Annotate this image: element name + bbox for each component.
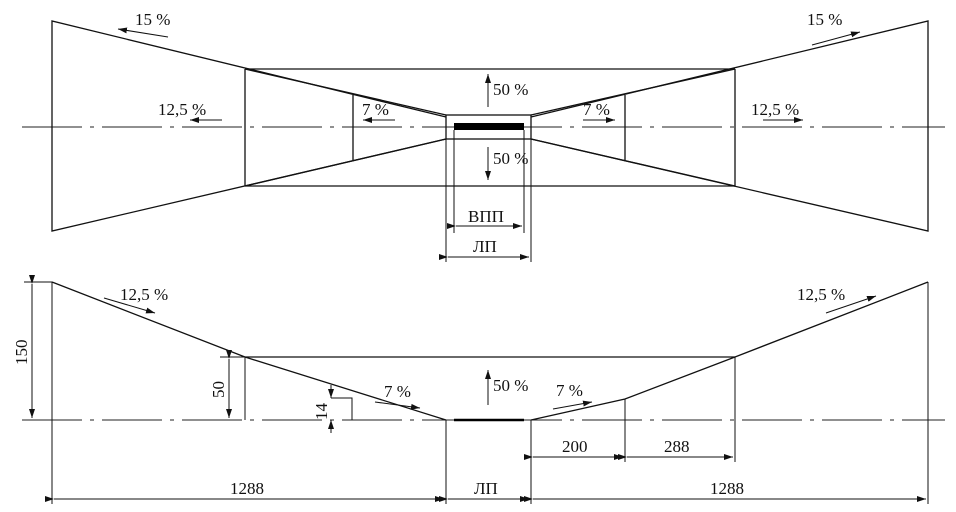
plan-slope-left-outer: 15 %	[135, 10, 170, 29]
vpp-label: ВПП	[468, 207, 504, 226]
profile-slope-up: 50 %	[493, 376, 528, 395]
plan-runway-strip	[445, 114, 532, 140]
plan-slope-left-mid: 12,5 %	[158, 100, 206, 119]
slope-arrow	[117, 27, 169, 38]
slope-arrow	[374, 401, 421, 410]
plan-right-outer-surface	[530, 20, 929, 232]
profile-slope-right-outer: 12,5 %	[797, 285, 845, 304]
plan-converge-line	[244, 138, 447, 187]
profile-view: 150 50 14 200 288 1288 ЛП 1288 12,5 % 12…	[12, 275, 945, 504]
plan-converge-line	[530, 138, 736, 187]
lp-label-plan: ЛП	[473, 237, 497, 256]
plan-slope-right-mid: 12,5 %	[751, 100, 799, 119]
dim-150: 150	[12, 340, 31, 366]
dim-200: 200	[562, 437, 588, 456]
plan-slope-right-outer: 15 %	[807, 10, 842, 29]
dim-right-1288: 1288	[710, 479, 744, 498]
slope-arrow	[103, 297, 156, 314]
dim-left-1288: 1288	[230, 479, 264, 498]
lp-label-profile: ЛП	[474, 479, 498, 498]
plan-view: ВПП ЛП 15 % 15 % 12,5 % 12,5 % 7 % 7 % 5…	[22, 10, 945, 262]
slope-arrow	[825, 295, 877, 314]
plan-converge-line	[244, 68, 447, 116]
plan-converge-line	[530, 68, 736, 116]
dim-14: 14	[312, 403, 331, 421]
plan-slope-right-inner: 7 %	[583, 100, 610, 119]
profile-right-surface	[530, 281, 929, 421]
plan-slope-down: 50 %	[493, 149, 528, 168]
dim-288: 288	[664, 437, 690, 456]
profile-slope-left-inner: 7 %	[384, 382, 411, 401]
profile-slope-left-outer: 12,5 %	[120, 285, 168, 304]
plan-slope-up: 50 %	[493, 80, 528, 99]
plan-left-outer-surface	[51, 20, 447, 232]
dim-14-box	[331, 397, 353, 420]
dim-50: 50	[209, 381, 228, 398]
profile-slope-right-inner: 7 %	[556, 381, 583, 400]
slope-arrow	[811, 31, 861, 46]
slope-arrow	[552, 400, 593, 410]
plan-slope-left-inner: 7 %	[362, 100, 389, 119]
plan-runway	[454, 123, 524, 130]
